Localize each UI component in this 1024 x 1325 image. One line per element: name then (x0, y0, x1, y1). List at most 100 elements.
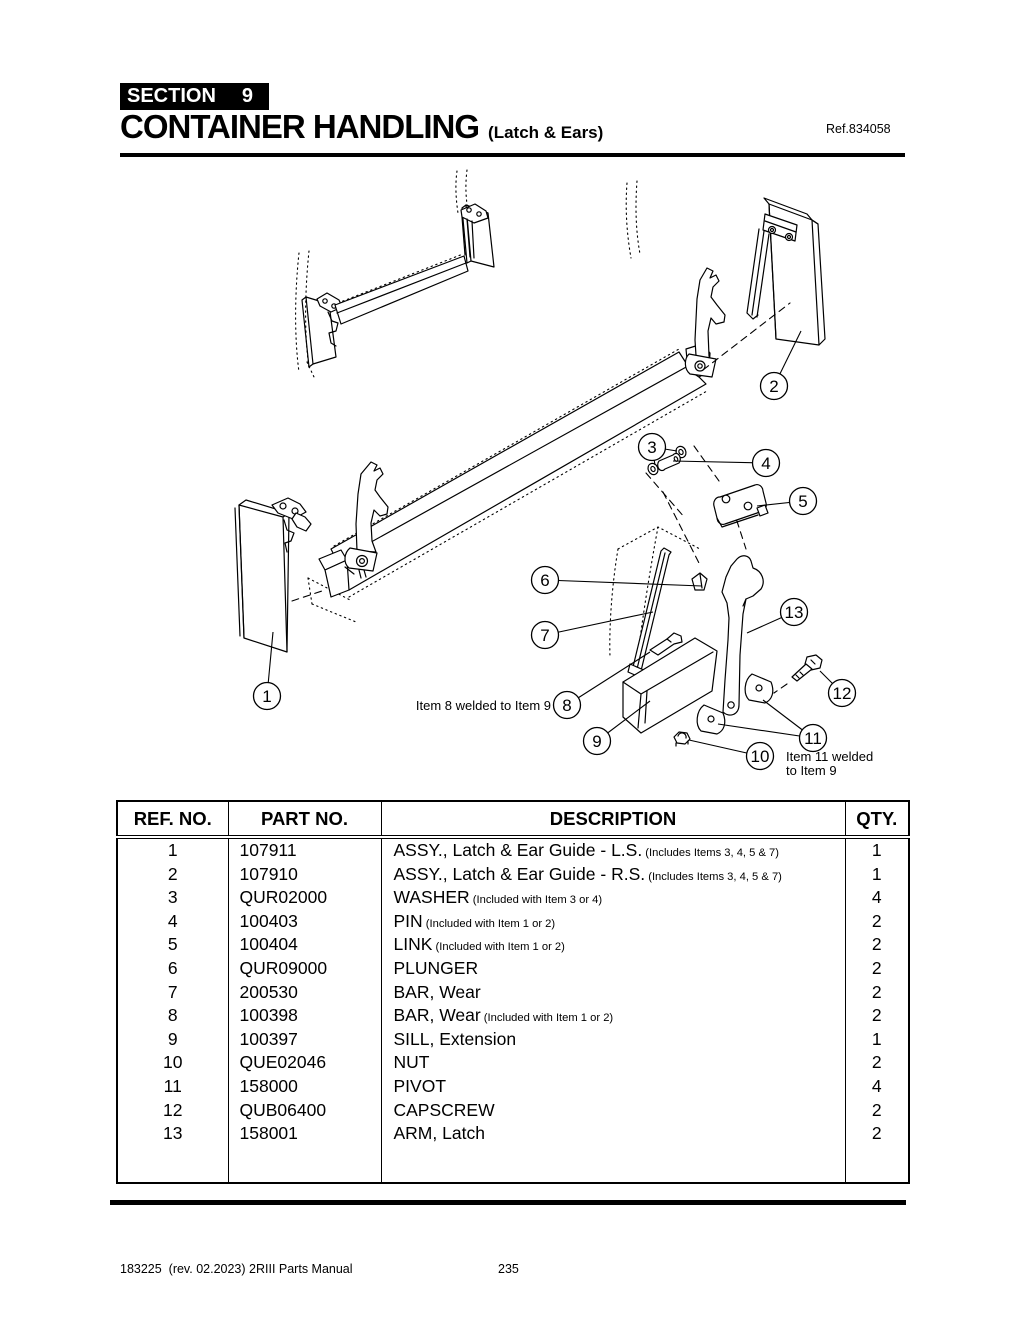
description-text: CAPSCREW (393, 1099, 495, 1120)
callout-6: 6 (530, 565, 703, 595)
footer-document-id: 183225 (rev. 02.2023) 2RIII Parts Manual (120, 1262, 353, 1276)
header-rule (120, 153, 905, 157)
qty-cell: 2 (844, 909, 910, 934)
description-note: (Included with Item 1 or 2) (432, 941, 565, 954)
filler-cell (227, 1145, 382, 1183)
part-no-cell: 158000 (227, 1074, 382, 1099)
qty-cell: 4 (844, 1074, 910, 1099)
ref-no-cell: 3 (116, 886, 229, 910)
section-badge: SECTION 9 (120, 83, 270, 110)
right-guide-panel-item2 (684, 197, 826, 378)
callout-number: 12 (833, 684, 852, 703)
description-cell: PLUNGER (380, 956, 846, 981)
qty-cell: 2 (844, 1004, 910, 1028)
callout-circle (788, 486, 818, 516)
callout-8: 8 (552, 651, 651, 720)
callout-9: 9 (582, 700, 651, 756)
diagram-note: Item 8 welded to Item 9 (416, 698, 551, 713)
link-item5 (713, 484, 769, 528)
reference-number: Ref.834058 (826, 122, 891, 136)
ref-no-cell: 8 (116, 1004, 229, 1028)
part-no-cell: 200530 (227, 980, 382, 1005)
description-text: WASHER (393, 887, 470, 908)
description-cell: NUT (380, 1051, 846, 1075)
column-header-description: DESCRIPTION (380, 801, 846, 839)
part-no-cell: QUR02000 (227, 886, 382, 910)
callout-12: 12 (819, 670, 857, 708)
ref-no-cell: 4 (116, 909, 229, 934)
filler-cell (380, 1145, 846, 1183)
callout-leader-line (566, 651, 651, 706)
description-text: LINK (393, 934, 433, 955)
callout-leader-line (544, 579, 703, 587)
section-number: 9 (241, 85, 254, 107)
description-cell: ASSY., Latch & Ear Guide - L.S. (Include… (380, 837, 846, 863)
callout-7: 7 (530, 611, 654, 650)
description-text: BAR, Wear (393, 981, 481, 1002)
section-label: SECTION (127, 85, 216, 107)
description-text: PIN (393, 910, 423, 931)
diagram-note: Item 11 welded (786, 749, 873, 764)
callout-11: 11 (717, 699, 828, 753)
ref-no-cell: 11 (116, 1074, 229, 1099)
ref-no-cell: 1 (116, 837, 229, 863)
description-note: (Included with Item 1 or 2) (480, 1012, 614, 1025)
description-note: (Includes Items 3, 4, 5 & 7) (645, 870, 782, 883)
callout-number: 10 (751, 747, 770, 766)
description-text: ASSY., Latch & Ear Guide - L.S. (393, 840, 643, 861)
qty-cell: 4 (844, 886, 910, 910)
description-cell: SILL, Extension (380, 1027, 846, 1052)
description-cell: PIVOT (380, 1074, 846, 1099)
column-header-qty: QTY. (844, 801, 910, 839)
callout-circle (745, 741, 775, 771)
qty-cell: 1 (844, 862, 910, 887)
callout-10: 10 (688, 739, 775, 771)
qty-cell: 2 (844, 956, 910, 981)
callout-4: 4 (672, 448, 781, 478)
footer-page-number: 235 (498, 1262, 519, 1276)
part-no-cell: 100404 (227, 933, 382, 957)
description-note: (Included with Item 3 or 4) (469, 894, 603, 907)
description-cell: CAPSCREW (380, 1098, 846, 1123)
ref-no-cell: 7 (116, 980, 229, 1005)
left-guide-panel-item1 (234, 497, 312, 653)
description-cell: BAR, Wear (380, 980, 846, 1005)
callout-number: 7 (540, 626, 549, 645)
callout-circle (582, 726, 612, 756)
description-text: SILL, Extension (393, 1028, 517, 1049)
callout-3: 3 (637, 432, 678, 466)
footer-rule (110, 1200, 906, 1205)
callout-circle (751, 448, 781, 478)
callout-number: 2 (769, 377, 778, 396)
callout-number: 1 (262, 687, 271, 706)
part-no-cell: QUR09000 (227, 956, 382, 981)
callout-number: 4 (761, 454, 770, 473)
part-no-cell: 107911 (227, 837, 382, 863)
part-no-cell: QUE02046 (227, 1051, 382, 1075)
ref-no-cell: 10 (116, 1051, 229, 1075)
filler-cell (116, 1145, 229, 1183)
description-cell: WASHER (Included with Item 3 or 4) (380, 886, 846, 910)
callout-2: 2 (759, 330, 802, 401)
callout-leader-line (672, 460, 767, 464)
diagram-note: to Item 9 (786, 763, 837, 778)
table-header-row: REF. NO. PART NO. DESCRIPTION QTY. (116, 801, 910, 839)
callout-circle (759, 371, 789, 401)
description-cell: ASSY., Latch & Ear Guide - R.S. (Include… (380, 862, 846, 887)
ref-no-cell: 12 (116, 1098, 229, 1123)
page-subtitle: (Latch & Ears) (488, 123, 604, 142)
description-text: PIVOT (393, 1075, 447, 1096)
part-no-cell: 100403 (227, 909, 382, 934)
qty-cell: 1 (844, 837, 910, 863)
